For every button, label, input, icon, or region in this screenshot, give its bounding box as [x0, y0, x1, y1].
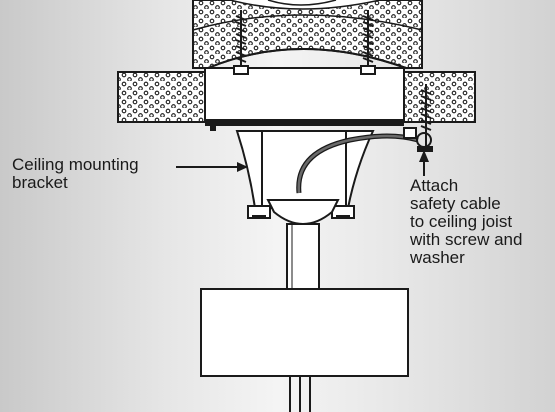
cable-label-line-1: Attach	[410, 176, 459, 195]
bracket-leader-arrow	[176, 162, 248, 172]
cable-label-line-3: to ceiling joist	[410, 212, 513, 231]
bracket-label: Ceiling mounting bracket	[12, 156, 139, 192]
downrod	[286, 223, 320, 290]
ceiling-board-left	[117, 71, 206, 123]
cable-label-line-5: washer	[410, 248, 465, 267]
safety-cable-label: Attach safety cable to ceiling joist wit…	[410, 177, 522, 267]
safety-cable	[296, 127, 432, 194]
bracket-label-line-2: bracket	[12, 173, 68, 192]
top-screws	[233, 10, 376, 75]
cable-label-line-2: safety cable	[410, 194, 501, 213]
mounting-box	[204, 67, 405, 131]
motor-housing	[200, 288, 409, 377]
lower-rod	[289, 376, 311, 412]
cable-leader-arrow	[419, 150, 429, 176]
ceiling-dome	[192, 0, 423, 69]
ceiling-board-right	[403, 71, 476, 123]
safety-screw	[417, 84, 433, 152]
cable-label-line-4: with screw and	[410, 230, 523, 249]
canopy-hub	[266, 199, 340, 225]
bracket-label-line-1: Ceiling mounting	[12, 155, 139, 174]
